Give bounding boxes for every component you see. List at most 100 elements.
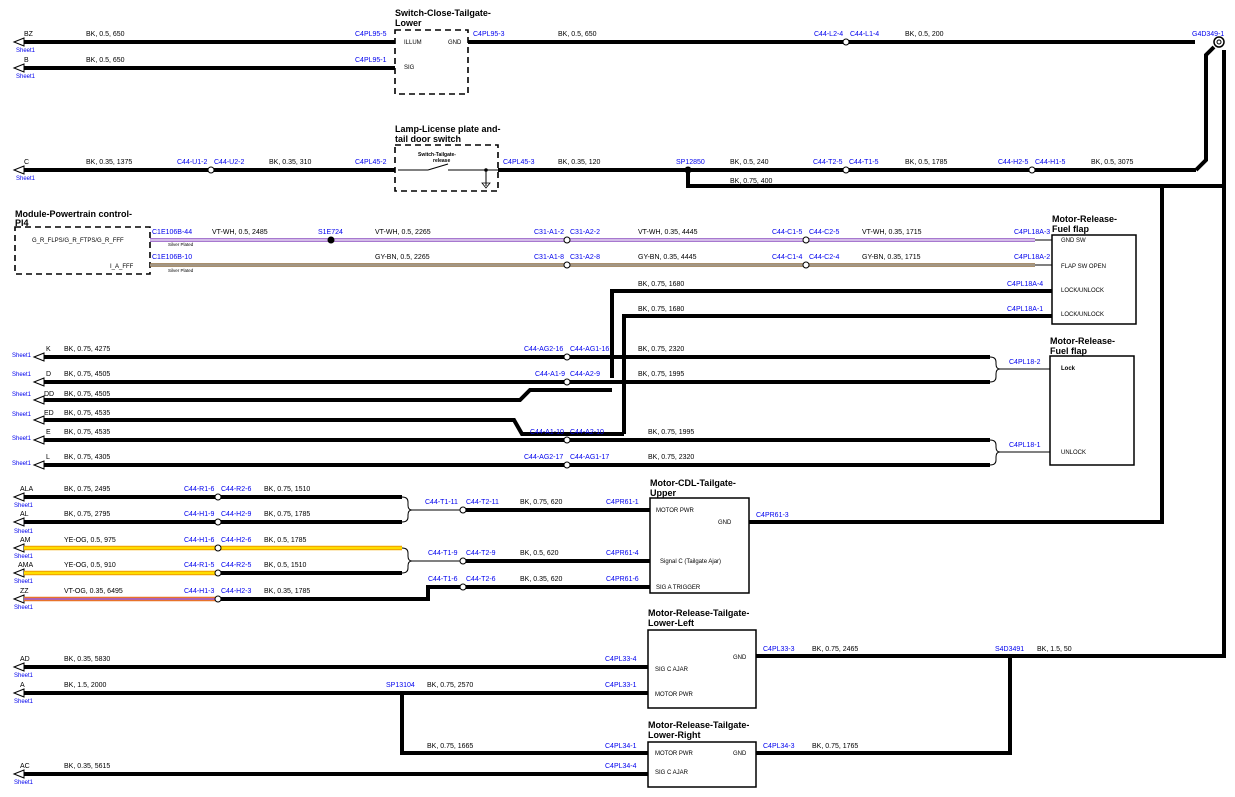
connector[interactable]: C44-AG2-16 (524, 346, 563, 353)
sheet-link[interactable]: Sheet1 (14, 529, 34, 535)
sheet-link[interactable]: Sheet1 (12, 392, 32, 398)
connector[interactable]: C44-T1-6 (428, 576, 458, 583)
sheet-link[interactable]: Sheet1 (14, 673, 34, 679)
wire-label: BK, 0.5, 1785 (905, 159, 948, 166)
sheet-link[interactable]: Sheet1 (12, 461, 32, 467)
connector[interactable]: C4PL34-3 (763, 743, 795, 750)
connector[interactable]: C31-A1-8 (534, 254, 564, 261)
connector[interactable]: C44-C1-4 (772, 254, 802, 261)
splice-label[interactable]: S4D3491 (995, 646, 1024, 653)
connector[interactable]: C44-T2-11 (466, 499, 499, 506)
connector[interactable]: C44-C2-5 (809, 229, 839, 236)
connector[interactable]: C44-C2-4 (809, 254, 839, 261)
sheet-link[interactable]: Sheet1 (12, 436, 32, 442)
connector[interactable]: C4PL18A-1 (1007, 306, 1043, 313)
connector[interactable]: C4PL33-1 (605, 682, 637, 689)
sheet-link[interactable]: Sheet1 (14, 503, 34, 509)
connector[interactable]: C44-H2-6 (221, 537, 251, 544)
connector[interactable]: C44-AG1-17 (570, 454, 609, 461)
connector[interactable]: C4PL34-1 (605, 743, 637, 750)
sheet-link[interactable]: Sheet1 (16, 48, 36, 54)
wire-label: BK, 0.35, 620 (520, 576, 563, 583)
row-ac: AC Sheet1 BK, 0.35, 5615 C4PL34-4 (12, 763, 648, 786)
connector[interactable]: C4PL33-3 (763, 646, 795, 653)
connector[interactable]: C44-U2-2 (214, 159, 244, 166)
connector[interactable]: C44-T2-9 (466, 550, 496, 557)
pin-label: MOTOR PWR (655, 692, 694, 698)
sheet-link[interactable]: Sheet1 (14, 605, 34, 611)
connector[interactable]: C4PL95-5 (355, 31, 387, 38)
splice-label[interactable]: SP12850 (676, 159, 705, 166)
connector[interactable]: C1E106B-44 (152, 229, 192, 236)
wire-label: BK, 0.75, 2465 (812, 646, 858, 653)
connector[interactable]: C44-R1-5 (184, 562, 214, 569)
connector[interactable]: C1E106B-10 (152, 254, 192, 261)
sheet-link[interactable]: Sheet1 (14, 579, 34, 585)
connector[interactable]: C44-R1-6 (184, 486, 214, 493)
connector[interactable]: C4PL18-2 (1009, 359, 1041, 366)
connector[interactable]: C4PR61-6 (606, 576, 639, 583)
wire-label: BK, 0.5, 650 (558, 31, 597, 38)
connector[interactable]: C44-A2-9 (570, 371, 600, 378)
connector[interactable]: C31-A1-2 (534, 229, 564, 236)
connector[interactable]: C44-T1-9 (428, 550, 458, 557)
ground-point[interactable]: G4D349-1 (1192, 31, 1224, 38)
connector[interactable]: C4PL18A-2 (1014, 254, 1050, 261)
connector[interactable]: C4PL33-4 (605, 656, 637, 663)
connector[interactable]: C44-T1-5 (849, 159, 879, 166)
connector[interactable]: C44-R2-6 (221, 486, 251, 493)
connector[interactable]: C44-L2-4 (814, 31, 843, 38)
connector[interactable]: C44-H1-3 (184, 588, 214, 595)
wire-label: YE-OG, 0.5, 910 (64, 562, 116, 569)
wire-label: BK, 0.75, 1765 (812, 743, 858, 750)
splice-label[interactable]: SP13104 (386, 682, 415, 689)
connector[interactable]: C4PL45-3 (503, 159, 535, 166)
connector[interactable]: C4PR61-4 (606, 550, 639, 557)
connector[interactable]: C4PL95-1 (355, 57, 387, 64)
connector[interactable]: C4PL34-4 (605, 763, 637, 770)
connector[interactable]: C44-T1-11 (425, 499, 458, 506)
connector[interactable]: C44-L1-4 (850, 31, 879, 38)
connector[interactable]: C31-A2-2 (570, 229, 600, 236)
sheet-link[interactable]: Sheet1 (14, 780, 34, 786)
connector[interactable]: C44-H2-9 (221, 511, 251, 518)
connector[interactable]: C44-T2-5 (813, 159, 843, 166)
connector[interactable]: C4PL18-1 (1009, 442, 1041, 449)
pin-label: GND SW (1061, 238, 1086, 244)
connector[interactable]: C44-A1-10 (530, 429, 564, 436)
sheet-link[interactable]: Sheet1 (16, 74, 36, 80)
connector[interactable]: C44-H2-3 (221, 588, 251, 595)
sheet-link[interactable]: Sheet1 (14, 699, 34, 705)
connector[interactable]: C44-H1-6 (184, 537, 214, 544)
connector[interactable]: C4PL18A-4 (1007, 281, 1043, 288)
connector[interactable]: C44-H2-5 (998, 159, 1028, 166)
connector[interactable]: C4PL18A-3 (1014, 229, 1050, 236)
connector[interactable]: C31-A2-8 (570, 254, 600, 261)
connector[interactable]: C44-AG1-16 (570, 346, 609, 353)
wire-label: BK, 0.35, 310 (269, 159, 312, 166)
pin-label: GND (448, 40, 462, 46)
component-title: Lower-Right (648, 730, 701, 740)
sheet-link[interactable]: Sheet1 (14, 554, 34, 560)
connector[interactable]: C44-H1-5 (1035, 159, 1065, 166)
arrow (12, 37, 25, 47)
connector[interactable]: C44-R2-5 (221, 562, 251, 569)
wire-label: BK, 0.5, 1510 (264, 562, 307, 569)
connector[interactable]: C4PL95-3 (473, 31, 505, 38)
sheet-link[interactable]: Sheet1 (16, 176, 36, 182)
connector[interactable]: C4PL45-2 (355, 159, 387, 166)
connector[interactable]: C4PR61-1 (606, 499, 639, 506)
component-title: Motor-Release- (1050, 336, 1115, 346)
connector[interactable]: C44-T2-6 (466, 576, 496, 583)
connector[interactable]: C44-A1-9 (535, 371, 565, 378)
sheet-link[interactable]: Sheet1 (12, 412, 32, 418)
connector[interactable]: C44-AG2-17 (524, 454, 563, 461)
splice-label[interactable]: S1E724 (318, 229, 343, 236)
connector[interactable]: C44-U1-2 (177, 159, 207, 166)
connector[interactable]: C44-H1-9 (184, 511, 214, 518)
sheet-link[interactable]: Sheet1 (12, 372, 32, 378)
connector[interactable]: C4PR61-3 (756, 512, 789, 519)
connector[interactable]: C44-C1-5 (772, 229, 802, 236)
sheet-link[interactable]: Sheet1 (12, 353, 32, 359)
connector[interactable]: C44-A2-10 (570, 429, 604, 436)
